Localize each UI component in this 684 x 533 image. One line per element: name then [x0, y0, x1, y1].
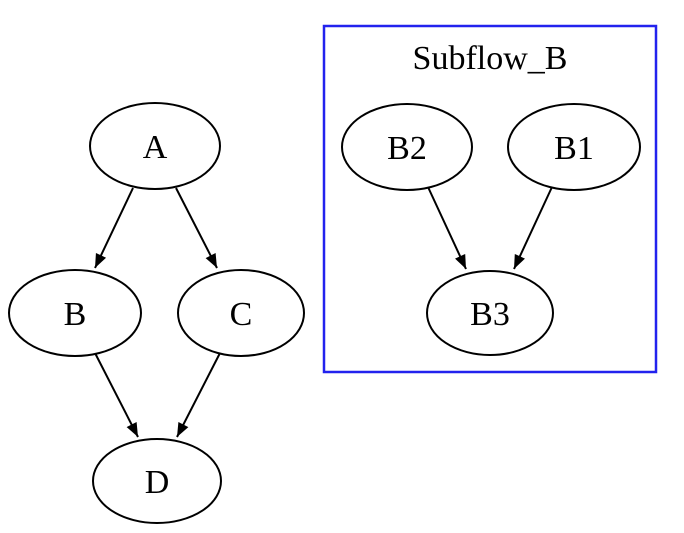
cluster-subflow-b: Subflow_B [322, 24, 658, 374]
node-B-label: B [64, 296, 87, 333]
edges-cluster [427, 186, 553, 270]
node-B3: B3 [426, 270, 554, 356]
edge-A-B [94, 187, 134, 269]
node-B3-shape [426, 270, 554, 356]
node-B1-shape [507, 103, 641, 191]
node-C: C [177, 269, 305, 357]
edge-B-D [94, 352, 139, 438]
node-B3-label: B3 [470, 296, 510, 333]
edge-B2-B3 [427, 186, 467, 270]
edges-main-graph [94, 187, 221, 438]
edge-A-C [175, 187, 218, 269]
node-B1-label: B1 [554, 130, 594, 167]
node-B2: B2 [341, 103, 473, 191]
cluster-title: Subflow_B [413, 40, 568, 77]
edge-B1-B3 [513, 186, 553, 270]
node-D-shape [92, 438, 222, 524]
node-B: B [8, 269, 142, 357]
node-A: A [89, 102, 221, 190]
node-D-label: D [145, 464, 170, 501]
node-C-shape [177, 269, 305, 357]
edge-C-D [176, 352, 221, 438]
node-B2-label: B2 [387, 130, 427, 167]
node-B-shape [8, 269, 142, 357]
node-A-label: A [143, 129, 168, 166]
node-A-shape [89, 102, 221, 190]
cluster-border [322, 24, 658, 374]
node-B2-shape [341, 103, 473, 191]
node-D: D [92, 438, 222, 524]
node-C-label: C [230, 296, 253, 333]
node-B1: B1 [507, 103, 641, 191]
